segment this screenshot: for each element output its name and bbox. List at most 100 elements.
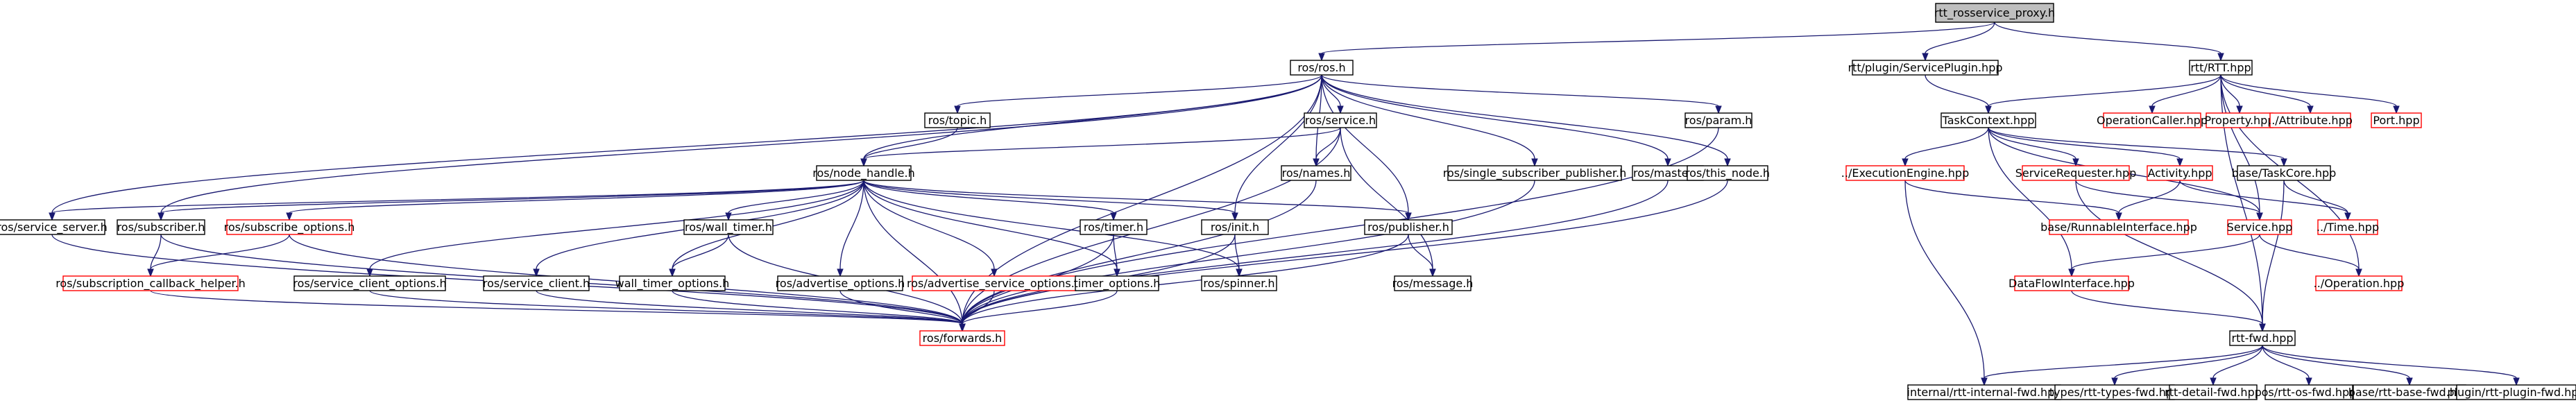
node-label: rtt_rosservice_proxy.h	[1934, 6, 2055, 20]
node-adv-svc-opts[interactable]: ros/advertise_service_options.h	[907, 275, 1082, 291]
node-box	[1080, 219, 1148, 235]
node-service-hpp[interactable]: Service.hpp	[2227, 219, 2293, 235]
node-label: rtt-fwd.hpp	[2231, 332, 2293, 345]
edge-arrowhead	[1985, 105, 1992, 114]
node-svc-requester[interactable]: ServiceRequester.hpp	[2015, 165, 2137, 181]
node-property[interactable]: Property.hpp	[2205, 112, 2275, 128]
node-rtt-hpp[interactable]: rtt/RTT.hpp	[2189, 60, 2253, 76]
edge-arrowhead	[2305, 377, 2312, 386]
node-forwards[interactable]: ros/forwards.h	[919, 330, 1005, 346]
edge-arrowhead	[2344, 212, 2351, 221]
edge-arrowhead	[1724, 158, 1731, 167]
node-service-h[interactable]: ros/service.h	[1304, 112, 1377, 128]
edge-line	[1321, 22, 1995, 54]
edge-arrowhead	[366, 268, 373, 277]
edge-arrowhead	[1715, 105, 1722, 114]
node-port[interactable]: Port.hpp	[2371, 112, 2422, 128]
edge-line	[1408, 234, 1433, 270]
node-timer-opts[interactable]: timer_options.h	[1074, 275, 1161, 291]
node-subscribe-opts[interactable]: ros/subscribe_options.h	[224, 219, 355, 235]
node-rtt-fwd[interactable]: rtt-fwd.hpp	[2229, 330, 2296, 346]
node-single-pub[interactable]: ros/single_subscriber_publisher.h	[1443, 165, 1626, 181]
node-topic-h[interactable]: ros/topic.h	[924, 112, 991, 128]
node-box	[619, 275, 726, 291]
node-box	[2456, 384, 2576, 400]
edge-line	[2262, 345, 2310, 379]
node-publisher[interactable]: ros/publisher.h	[1364, 219, 1453, 235]
node-task-core[interactable]: base/TaskCore.hpp	[2232, 165, 2337, 181]
node-label: os/rtt-os-fwd.hpp	[2262, 386, 2357, 399]
node-box	[1281, 165, 1351, 181]
edge-line	[839, 290, 963, 325]
dependency-edge	[2149, 74, 2221, 114]
node-subscriber[interactable]: ros/subscriber.h	[117, 219, 205, 235]
edge-line	[863, 180, 995, 270]
node-box	[2227, 219, 2292, 235]
node-root[interactable]: rtt_rosservice_proxy.h	[1934, 3, 2055, 23]
edge-line	[2075, 180, 2260, 214]
node-task-context[interactable]: TaskContext.hpp	[1940, 112, 2036, 128]
dependency-edge	[369, 290, 966, 332]
node-types-fwd[interactable]: types/rtt-types-fwd.hpp	[2049, 384, 2180, 400]
dependency-edge	[1994, 22, 2224, 62]
node-this-node[interactable]: ros/this_node.h	[1685, 165, 1770, 181]
node-label: ros/master.h	[1633, 166, 1703, 180]
node-operation[interactable]: ../Operation.hpp	[2314, 275, 2405, 291]
node-box	[2103, 112, 2201, 128]
dependency-edge	[366, 180, 864, 277]
node-label: ros/wall_timer.h	[685, 221, 772, 234]
node-attribute[interactable]: ../Attribute.hpp	[2268, 112, 2353, 128]
node-message-h[interactable]: ros/message.h	[1392, 275, 1474, 291]
dependency-edge	[863, 180, 1117, 221]
node-plugin-fwd[interactable]: plugin/rtt-plugin-fwd.hpp	[2447, 384, 2576, 400]
node-service-plugin[interactable]: rtt/plugin/ServicePlugin.hpp	[1848, 60, 2003, 76]
dependency-edge	[2220, 74, 2400, 114]
node-svc-client-opts[interactable]: ros/service_client_options.h	[293, 275, 447, 291]
edge-line	[1988, 127, 2285, 160]
node-master-h[interactable]: ros/master.h	[1632, 165, 1704, 181]
edge-line	[51, 74, 1322, 214]
node-base-fwd[interactable]: base/rtt-base-fwd.hpp	[2348, 384, 2471, 400]
node-label: ros/topic.h	[928, 114, 987, 127]
edge-line	[1321, 74, 1669, 160]
dependency-edge	[2111, 345, 2263, 386]
node-label: ros/node_handle.h	[812, 166, 914, 180]
dependency-edge	[1988, 127, 2287, 167]
dependency-edge	[1988, 127, 2079, 167]
node-exec-engine[interactable]: ../ExecutionEngine.hpp	[1841, 165, 1969, 181]
edge-line	[962, 180, 1535, 325]
node-wall-timer[interactable]: ros/wall_timer.h	[683, 219, 774, 235]
node-wall-timer-opts[interactable]: wall_timer_options.h	[615, 275, 730, 291]
node-svc-client[interactable]: ros/service_client.h	[483, 275, 590, 291]
node-time-hpp[interactable]: ../Time.hpp	[2317, 219, 2379, 235]
node-internal-fwd[interactable]: internal/rtt-internal-fwd.hpp	[1907, 384, 2062, 400]
node-op-caller[interactable]: OperationCaller.hpp	[2097, 112, 2208, 128]
node-adv-opts[interactable]: ros/advertise_options.h	[776, 275, 905, 291]
node-service-server[interactable]: ros/service_server.h	[0, 219, 108, 235]
node-init-h[interactable]: ros/init.h	[1201, 219, 1269, 235]
node-runnable[interactable]: base/RunnableInterface.hpp	[2040, 219, 2197, 235]
node-box	[1075, 275, 1159, 291]
node-names-h[interactable]: ros/names.h	[1281, 165, 1351, 181]
node-ros-h[interactable]: ros/ros.h	[1290, 60, 1354, 76]
node-node-handle[interactable]: ros/node_handle.h	[812, 165, 915, 181]
node-activity[interactable]: Activity.hpp	[2147, 165, 2213, 181]
node-sub-cb-helper[interactable]: ros/subscription_callback_helper.h	[56, 275, 246, 291]
node-spinner[interactable]: ros/spinner.h	[1201, 275, 1277, 291]
node-os-fwd[interactable]: os/rtt-os-fwd.hpp	[2262, 384, 2357, 400]
node-timer-h[interactable]: ros/timer.h	[1080, 219, 1148, 235]
edge-line	[672, 234, 729, 270]
node-label: ros/service_client.h	[483, 277, 590, 291]
edge-arrowhead	[2355, 268, 2362, 277]
edge-arrowhead	[1313, 158, 1320, 167]
edge-line	[863, 180, 1236, 214]
node-detail-fwd[interactable]: rtt-detail-fwd.hpp	[2165, 384, 2262, 400]
node-label: rtt-detail-fwd.hpp	[2165, 386, 2262, 399]
node-box	[2269, 112, 2351, 128]
edge-arrowhead	[1110, 212, 1117, 221]
node-label: base/TaskCore.hpp	[2232, 166, 2337, 180]
node-dataflow[interactable]: DataFlowInterface.hpp	[2008, 275, 2135, 291]
node-box	[816, 165, 912, 181]
node-param-h[interactable]: ros/param.h	[1684, 112, 1752, 128]
dependency-edge	[954, 74, 1322, 114]
